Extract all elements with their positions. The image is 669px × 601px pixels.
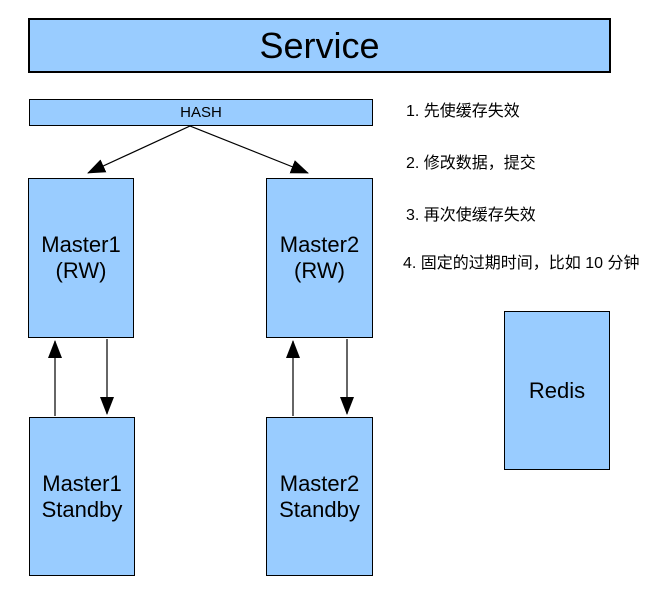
master2-standby-label-line2: Standby xyxy=(279,496,360,522)
master1-standby-box: Master1 Standby xyxy=(29,417,135,576)
arrow-hash-to-master1 xyxy=(87,125,191,174)
master2-label-line2: (RW) xyxy=(294,258,345,283)
master2-box: Master2 (RW) xyxy=(266,178,373,338)
master2-label-line1: Master2 xyxy=(279,232,360,257)
note-invalidate-cache-again: 3. 再次使缓存失效 xyxy=(406,207,536,224)
master1-standby-label-line1: Master1 xyxy=(42,470,122,496)
master2-standby-label-line1: Master2 xyxy=(279,470,360,496)
master1-standby-label-line2: Standby xyxy=(41,496,123,522)
redis-box: Redis xyxy=(504,311,610,470)
master1-box: Master1 (RW) xyxy=(28,178,134,338)
note-modify-data-commit: 2. 修改数据，提交 xyxy=(406,155,536,172)
arrow-hash-to-master2 xyxy=(189,125,309,174)
master1-label-line1: Master1 xyxy=(41,232,121,257)
hash-box: HASH xyxy=(29,99,373,126)
note-invalidate-cache-first: 1. 先使缓存失效 xyxy=(406,103,520,120)
master2-standby-box: Master2 Standby xyxy=(266,417,373,576)
service-box: Service xyxy=(28,18,611,73)
note-fixed-expiration-time: 4. 固定的过期时间，比如 10 分钟 xyxy=(403,255,640,272)
master1-label-line2: (RW) xyxy=(55,258,107,283)
redis-label: Redis xyxy=(528,377,586,403)
hash-label: HASH xyxy=(180,103,222,121)
service-label: Service xyxy=(259,24,380,66)
